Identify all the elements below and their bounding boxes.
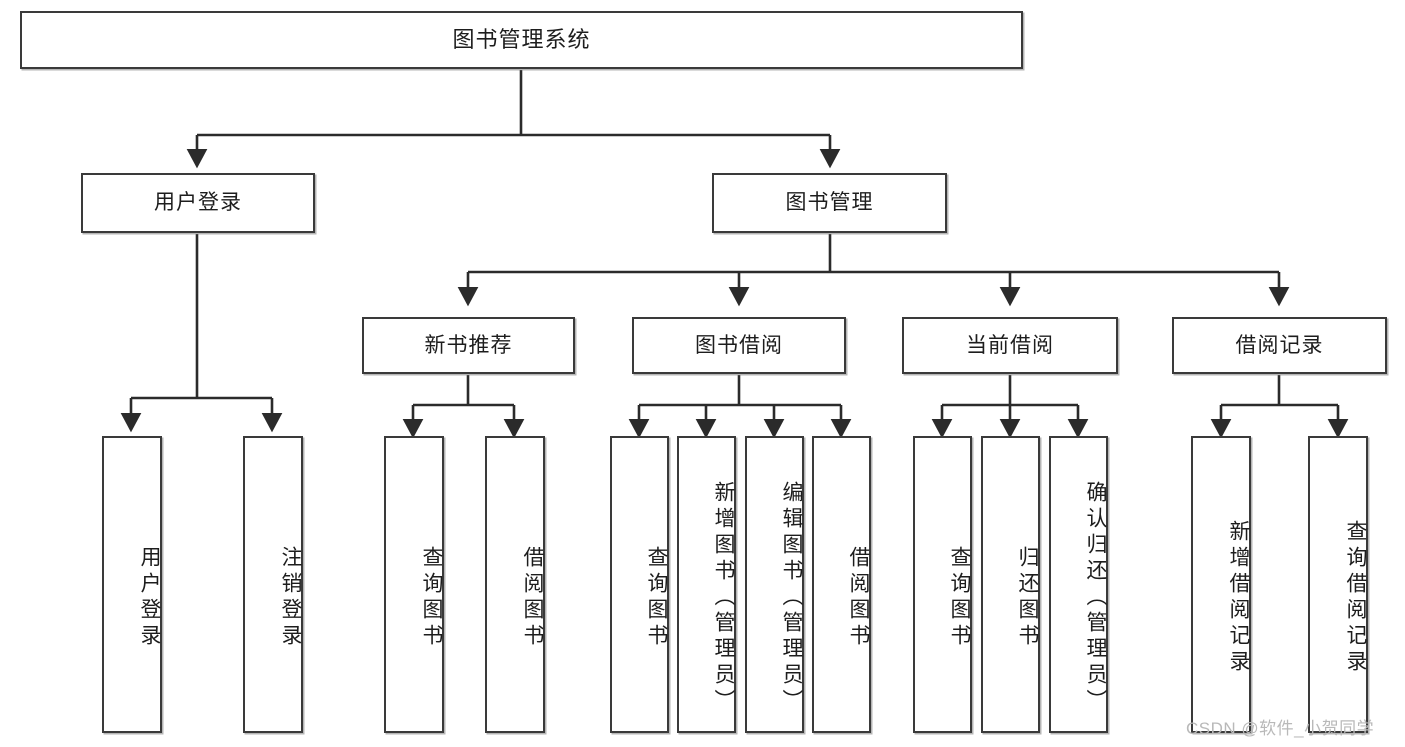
leaf-record-query-record[interactable]: 查询借阅记录 [1308,436,1368,733]
node-user-login[interactable]: 用户登录 [81,173,315,233]
leaf-newbook-borrow-book[interactable]: 借阅图书 [485,436,545,733]
leaf-borrow-borrow-book[interactable]: 借阅图书 [812,436,871,733]
leaf-borrow-edit-book-admin[interactable]: 编辑图书（管理员） [745,436,804,733]
leaf-user-login[interactable]: 用户登录 [102,436,162,733]
node-borrow-record[interactable]: 借阅记录 [1172,317,1387,374]
leaf-current-confirm-return-admin[interactable]: 确认归还（管理员） [1049,436,1108,733]
csdn-watermark: CSDN @软件_小贺同学 [1186,719,1375,738]
leaf-record-add-record[interactable]: 新增借阅记录 [1191,436,1251,733]
node-current-borrow[interactable]: 当前借阅 [902,317,1118,374]
leaf-user-logout[interactable]: 注销登录 [243,436,303,733]
node-root-system[interactable]: 图书管理系统 [20,11,1023,69]
node-book-borrow[interactable]: 图书借阅 [632,317,846,374]
node-new-book-recommend[interactable]: 新书推荐 [362,317,575,374]
node-book-management[interactable]: 图书管理 [712,173,947,233]
leaf-borrow-query-book[interactable]: 查询图书 [610,436,669,733]
leaf-borrow-add-book-admin[interactable]: 新增图书（管理员） [677,436,736,733]
leaf-current-return-book[interactable]: 归还图书 [981,436,1040,733]
leaf-current-query-book[interactable]: 查询图书 [913,436,972,733]
leaf-newbook-query-book[interactable]: 查询图书 [384,436,444,733]
